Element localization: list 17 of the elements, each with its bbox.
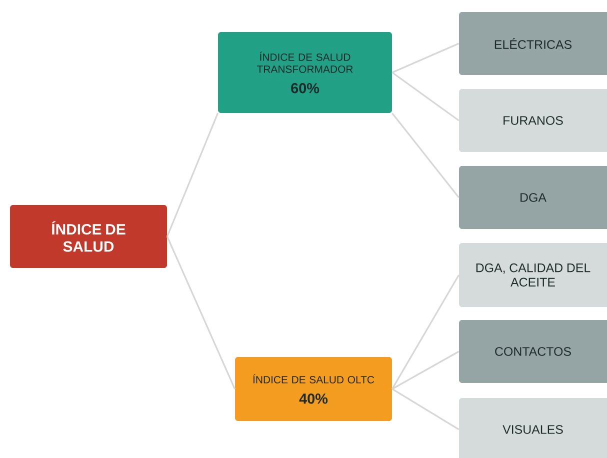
connector-line — [392, 72, 460, 122]
mind-map-box: DGA — [459, 166, 607, 229]
connector-line — [392, 274, 460, 390]
connector-line — [166, 236, 236, 390]
connector-line — [166, 112, 219, 237]
mind-map-box: CONTACTOS — [459, 320, 607, 383]
mind-map-box: DGA, CALIDAD DEL ACEITE — [459, 243, 607, 307]
mind-map-box: ÍNDICE DE SALUD TRANSFORMADOR 60% — [218, 32, 392, 113]
connector-line — [392, 388, 460, 430]
mind-map-box: FURANOS — [459, 89, 607, 152]
mind-map-box: ÍNDICE DE SALUD — [10, 205, 167, 268]
mind-map-box: ÍNDICE DE SALUD OLTC 40% — [235, 357, 392, 421]
connector-line — [392, 350, 460, 390]
connector-line — [392, 112, 460, 198]
connector-line — [392, 42, 460, 74]
mind-map-box: VISUALES — [459, 398, 607, 458]
mind-map-box: ELÉCTRICAS — [459, 12, 607, 75]
